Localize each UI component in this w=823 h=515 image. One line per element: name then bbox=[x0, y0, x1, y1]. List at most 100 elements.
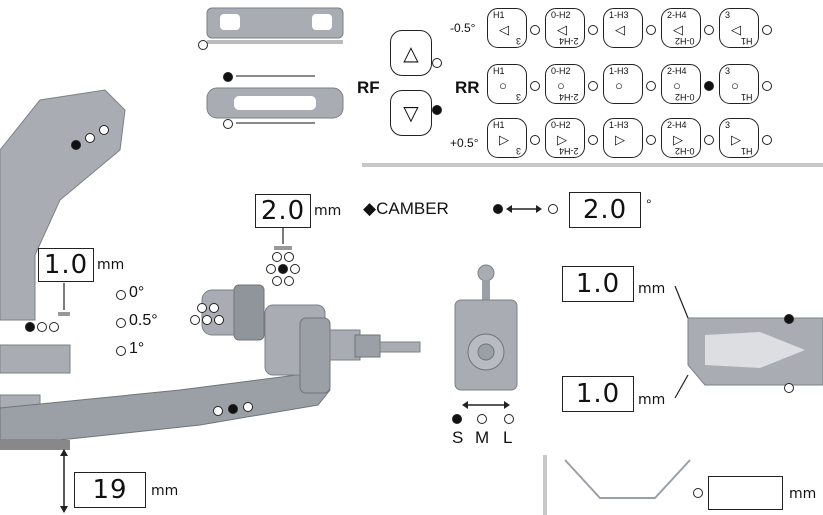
mount-upper-hole[interactable] bbox=[198, 40, 208, 50]
camber-hole[interactable] bbox=[548, 204, 558, 214]
panel-rule-top bbox=[362, 163, 823, 167]
toe-up-button[interactable]: △ bbox=[390, 30, 432, 76]
lower-arm bbox=[0, 371, 331, 441]
caster-block-hole[interactable] bbox=[202, 315, 212, 325]
tower-hole[interactable] bbox=[99, 125, 109, 135]
pin-hole[interactable] bbox=[704, 135, 714, 145]
chassis-bottom bbox=[0, 440, 70, 450]
upright-front-view bbox=[454, 264, 518, 391]
caster-hole-05[interactable] bbox=[116, 318, 126, 328]
pin-hole[interactable] bbox=[704, 25, 714, 35]
pin-hole[interactable] bbox=[588, 135, 598, 145]
camber-unit: ° bbox=[646, 196, 652, 212]
spacer-hole-selected[interactable] bbox=[278, 264, 288, 274]
mount-shim-hole[interactable] bbox=[223, 119, 233, 129]
pin-hole[interactable] bbox=[530, 135, 540, 145]
upper-spacer-value[interactable]: 2.0 bbox=[255, 194, 311, 228]
pin-cell-h1-zero[interactable]: H1○3 bbox=[487, 64, 527, 104]
left-spacer-hole-selected[interactable] bbox=[25, 322, 35, 332]
pin-cell-h5-plus[interactable]: 3▷H1 bbox=[719, 118, 759, 158]
pin-hole[interactable] bbox=[588, 81, 598, 91]
pin-cell-h1-minus[interactable]: H1◁3 bbox=[487, 8, 527, 48]
pin-hole[interactable] bbox=[646, 81, 656, 91]
camber-hole-selected[interactable] bbox=[493, 204, 503, 214]
toe-minus-label: -0.5° bbox=[450, 21, 476, 35]
left-spacer-unit: mm bbox=[97, 257, 125, 273]
pin-cell-h2-minus[interactable]: 0-H2◁2-H4 bbox=[545, 8, 585, 48]
arm-hole[interactable] bbox=[243, 402, 253, 412]
left-spacer-hole[interactable] bbox=[49, 322, 59, 332]
pin-cell-h2-plus[interactable]: 0-H2▷2-H4 bbox=[545, 118, 585, 158]
arm-rear-spacer-unit: mm bbox=[638, 392, 666, 408]
pin-hole[interactable] bbox=[646, 135, 656, 145]
panel-rule-bottom bbox=[543, 455, 547, 515]
ride-height-unit: mm bbox=[151, 483, 179, 499]
caster-hole-0[interactable] bbox=[116, 290, 126, 300]
pin-hole[interactable] bbox=[530, 25, 540, 35]
toe-hole-upper[interactable] bbox=[432, 58, 442, 68]
swaybar-hole[interactable] bbox=[693, 488, 703, 498]
spacer-hole[interactable] bbox=[266, 264, 276, 274]
sml-hole-m[interactable] bbox=[477, 414, 487, 424]
sml-hole-l[interactable] bbox=[504, 414, 514, 424]
arm-front-spacer-value[interactable]: 1.0 bbox=[562, 266, 634, 302]
spacer-hole[interactable] bbox=[272, 276, 282, 286]
pin-hole[interactable] bbox=[762, 25, 772, 35]
steering-knuckle bbox=[264, 304, 421, 394]
sml-label-s: S bbox=[452, 428, 464, 447]
pin-cell-h5-zero[interactable]: 3○H1 bbox=[719, 64, 759, 104]
pin-hole[interactable] bbox=[530, 81, 540, 91]
caster-block-hole[interactable] bbox=[209, 303, 219, 313]
pin-cell-h3-plus[interactable]: 1-H3▷ bbox=[603, 118, 643, 158]
arm-rear-hole[interactable] bbox=[784, 383, 794, 393]
suspension-mount-upper bbox=[206, 7, 344, 44]
arm-rear-spacer-value[interactable]: 1.0 bbox=[562, 376, 634, 412]
arm-hole-selected[interactable] bbox=[228, 404, 238, 414]
spacer-hole[interactable] bbox=[272, 252, 282, 262]
pin-cell-h1-plus[interactable]: H1▷3 bbox=[487, 118, 527, 158]
camber-value[interactable]: 2.0 bbox=[569, 192, 641, 228]
caster-option-05: 0.5° bbox=[129, 312, 158, 329]
upper-spacer-unit: mm bbox=[314, 203, 342, 219]
suspension-mount-lower bbox=[206, 87, 344, 119]
pin-cell-h3-zero[interactable]: 1-H3○ bbox=[603, 64, 643, 104]
mount-shim-hole-selected[interactable] bbox=[223, 72, 233, 82]
ride-height-value[interactable]: 19 bbox=[74, 472, 146, 508]
pin-cell-h5-minus[interactable]: 3◁H1 bbox=[719, 8, 759, 48]
pin-cell-h3-minus[interactable]: 1-H3◁ bbox=[603, 8, 643, 48]
swaybar-value[interactable] bbox=[708, 476, 783, 510]
sml-label-m: M bbox=[475, 428, 490, 447]
pin-cell-h4-zero[interactable]: 2-H4○0-H2 bbox=[661, 64, 701, 104]
arm-front-spacer-unit: mm bbox=[638, 281, 666, 297]
spacer-hole[interactable] bbox=[284, 252, 294, 262]
swaybar-unit: mm bbox=[789, 486, 817, 502]
toe-hole-lower[interactable] bbox=[432, 105, 442, 115]
toe-plus-label: +0.5° bbox=[450, 136, 479, 150]
caster-hole-1[interactable] bbox=[116, 346, 126, 356]
pin-hole[interactable] bbox=[588, 25, 598, 35]
pin-cell-h2-zero[interactable]: 0-H2○2-H4 bbox=[545, 64, 585, 104]
sml-hole-s[interactable] bbox=[452, 414, 462, 424]
pin-hole[interactable] bbox=[646, 25, 656, 35]
sway-bar bbox=[564, 459, 691, 499]
spacer-hole[interactable] bbox=[290, 264, 300, 274]
pin-cell-h4-plus[interactable]: 2-H4▷0-H2 bbox=[661, 118, 701, 158]
arm-front-hole-selected[interactable] bbox=[784, 314, 794, 324]
caster-block-hole[interactable] bbox=[190, 315, 200, 325]
tower-hole[interactable] bbox=[85, 133, 95, 143]
pin-hole[interactable] bbox=[762, 81, 772, 91]
left-spacer-value[interactable]: 1.0 bbox=[38, 248, 94, 282]
arm-hole[interactable] bbox=[213, 406, 223, 416]
spacer-hole[interactable] bbox=[284, 276, 294, 286]
camber-label: ◆CAMBER bbox=[363, 199, 449, 218]
pin-hole-selected[interactable] bbox=[704, 81, 714, 91]
pin-hole[interactable] bbox=[762, 135, 772, 145]
left-spacer-hole[interactable] bbox=[37, 322, 47, 332]
toe-down-button[interactable]: ▽ bbox=[390, 90, 432, 136]
bulkhead bbox=[0, 344, 71, 374]
caster-block-hole[interactable] bbox=[214, 315, 224, 325]
tower-hole-selected[interactable] bbox=[71, 140, 81, 150]
caster-block-hole[interactable] bbox=[197, 303, 207, 313]
pin-cell-h4-minus[interactable]: 2-H4◁0-H2 bbox=[661, 8, 701, 48]
